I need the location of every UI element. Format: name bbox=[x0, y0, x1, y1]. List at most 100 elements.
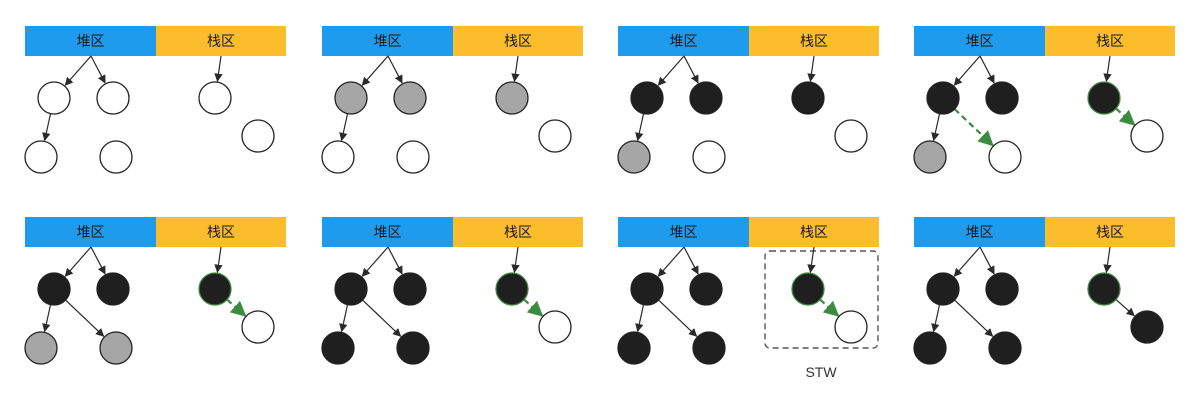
node-h2-grey bbox=[393, 81, 427, 115]
edge-root-s1 bbox=[1103, 55, 1112, 83]
heap-label: 堆区 bbox=[374, 34, 402, 50]
node-s2-black bbox=[1130, 310, 1164, 344]
node-s2-white bbox=[241, 119, 275, 153]
heap-bar bbox=[322, 217, 453, 247]
edge-root-s1 bbox=[807, 246, 816, 274]
panel-step-6: 堆区栈区 bbox=[321, 217, 583, 365]
edge-root-s1 bbox=[807, 55, 816, 83]
edge-root-h2 bbox=[90, 55, 106, 84]
node-h1-black bbox=[926, 81, 960, 115]
node-h4-white bbox=[988, 140, 1022, 174]
node-h2-black bbox=[689, 81, 723, 115]
stack-bar bbox=[1045, 217, 1175, 247]
edge-h1-h4 bbox=[362, 299, 402, 337]
edge-h1-h3 bbox=[42, 304, 52, 333]
heap-bar bbox=[914, 217, 1045, 247]
edge-root-s1 bbox=[511, 246, 520, 274]
node-h3-black bbox=[321, 331, 355, 365]
node-h3-black bbox=[617, 331, 651, 365]
node-s1-black bbox=[1087, 272, 1121, 306]
edge-root-h1 bbox=[361, 55, 389, 86]
node-h3-grey bbox=[913, 140, 947, 174]
stack-bar bbox=[1045, 26, 1175, 56]
node-h1-black bbox=[37, 272, 71, 306]
edge-root-h1 bbox=[657, 55, 685, 86]
node-h4-grey bbox=[99, 331, 133, 365]
edge-root-h2 bbox=[683, 246, 699, 275]
edge-root-s1 bbox=[214, 55, 223, 83]
node-h1-black bbox=[334, 272, 368, 306]
node-s1-black bbox=[791, 81, 825, 115]
node-s2-white bbox=[834, 119, 868, 153]
stack-label: 栈区 bbox=[800, 225, 828, 241]
edge-s1-s2 bbox=[1115, 107, 1136, 126]
node-h4-black bbox=[692, 331, 726, 365]
stack-label: 栈区 bbox=[207, 34, 235, 50]
edge-s1-s2 bbox=[1115, 299, 1135, 317]
edge-h1-h4 bbox=[65, 299, 105, 337]
heap-bar bbox=[25, 26, 156, 56]
stack-bar bbox=[453, 26, 583, 56]
edge-root-h2 bbox=[90, 246, 106, 275]
node-s1-black bbox=[198, 272, 232, 306]
node-h1-grey bbox=[334, 81, 368, 115]
edge-h1-h3 bbox=[635, 113, 645, 142]
panel-step-4: 堆区 栈区 bbox=[913, 26, 1175, 174]
stack-label: 栈区 bbox=[1096, 225, 1124, 241]
node-h3-grey bbox=[24, 331, 58, 365]
edge-h1-h3 bbox=[339, 113, 349, 142]
node-h4-black bbox=[396, 331, 430, 365]
edge-root-h1 bbox=[361, 246, 389, 277]
node-h2-black bbox=[393, 272, 427, 306]
edge-root-h2 bbox=[979, 246, 995, 275]
heap-bar bbox=[914, 26, 1045, 56]
node-s1-grey bbox=[495, 81, 529, 115]
stack-bar bbox=[156, 26, 286, 56]
panel-step-5: 堆区 栈区 bbox=[24, 217, 286, 365]
stack-label: 栈区 bbox=[1096, 34, 1124, 50]
edge-root-h2 bbox=[387, 55, 403, 84]
heap-bar bbox=[618, 217, 749, 247]
node-h4-white bbox=[99, 140, 133, 174]
edge-root-h1 bbox=[64, 55, 92, 86]
edge-s1-s2 bbox=[819, 298, 840, 317]
node-h2-white bbox=[96, 81, 130, 115]
stw-box bbox=[764, 250, 879, 349]
stack-label: 栈区 bbox=[207, 225, 235, 241]
node-h1-black bbox=[630, 272, 664, 306]
node-h2-black bbox=[96, 272, 130, 306]
node-s2-white bbox=[1130, 119, 1164, 153]
node-h1-black bbox=[926, 272, 960, 306]
node-h2-black bbox=[689, 272, 723, 306]
node-s1-black bbox=[1087, 81, 1121, 115]
node-h2-black bbox=[985, 81, 1019, 115]
stack-label: 栈区 bbox=[800, 34, 828, 50]
edge-s1-s2 bbox=[523, 298, 544, 317]
edge-root-h2 bbox=[387, 246, 403, 275]
node-s2-white bbox=[241, 310, 275, 344]
edge-root-s1 bbox=[1103, 246, 1112, 274]
stack-label: 栈区 bbox=[504, 225, 532, 241]
stack-bar bbox=[156, 217, 286, 247]
edge-h1-h4 bbox=[658, 299, 698, 337]
stack-bar bbox=[453, 217, 583, 247]
edge-root-h1 bbox=[953, 55, 981, 86]
node-s2-white bbox=[834, 310, 868, 344]
node-h3-grey bbox=[617, 140, 651, 174]
stack-bar bbox=[749, 217, 879, 247]
node-h1-white bbox=[37, 81, 71, 115]
heap-label: 堆区 bbox=[77, 225, 105, 241]
node-s1-black bbox=[495, 272, 529, 306]
stack-label: 栈区 bbox=[504, 34, 532, 50]
node-h3-black bbox=[913, 331, 947, 365]
heap-bar bbox=[25, 217, 156, 247]
heap-label: 堆区 bbox=[966, 225, 994, 241]
node-h2-black bbox=[985, 272, 1019, 306]
node-s2-white bbox=[538, 119, 572, 153]
panel-step-8: 堆区 栈区 bbox=[913, 217, 1175, 365]
node-h3-white bbox=[24, 140, 58, 174]
heap-label: 堆区 bbox=[966, 34, 994, 50]
edge-h1-h3 bbox=[339, 304, 349, 333]
edge-s1-s2 bbox=[226, 298, 247, 317]
edge-root-s1 bbox=[214, 246, 223, 274]
